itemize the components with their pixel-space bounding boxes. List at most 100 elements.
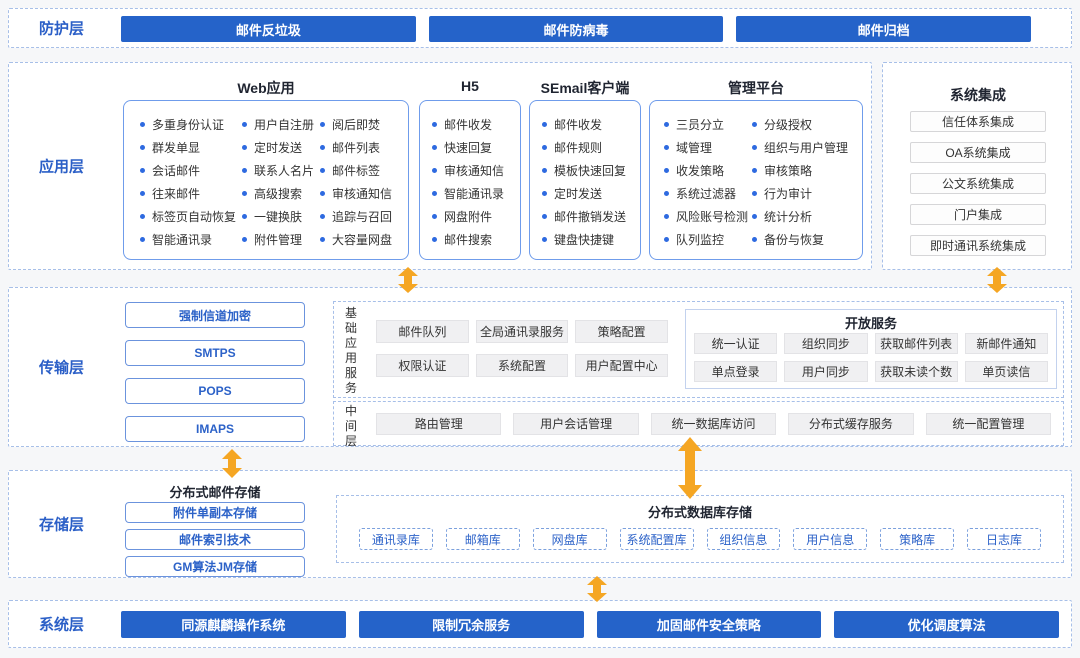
feature-item: 一键换肤 xyxy=(241,205,314,228)
oa-system-integration-button[interactable]: OA系统集成 xyxy=(910,142,1046,163)
bullet-icon xyxy=(542,191,547,196)
middleware-database-arrow-icon xyxy=(677,437,703,499)
optimized-scheduling-button[interactable]: 优化调度算法 xyxy=(834,611,1059,638)
feature-item: 用户自注册 xyxy=(241,113,314,136)
limit-redundant-services-button[interactable]: 限制冗余服务 xyxy=(358,611,584,638)
feature-label: 定时发送 xyxy=(253,141,302,155)
feature-label: 一键换肤 xyxy=(253,210,302,224)
get-unread-count-button[interactable]: 获取未读个数 xyxy=(874,361,958,382)
bullet-icon xyxy=(751,122,757,127)
log-db-button[interactable]: 日志库 xyxy=(967,528,1041,550)
web-app-col3: 阅后即焚 邮件列表 邮件标签 审核通知信 追踪与召回 大容量网盘 xyxy=(319,113,392,247)
feature-label: 会话邮件 xyxy=(152,164,201,178)
feature-item: 统计分析 xyxy=(751,205,848,228)
feature-label: 快速回复 xyxy=(444,141,493,155)
feature-label: 用户自注册 xyxy=(253,118,314,132)
new-mail-notify-button[interactable]: 新邮件通知 xyxy=(964,333,1048,354)
feature-label: 邮件列表 xyxy=(331,141,380,155)
policy-config-button[interactable]: 策略配置 xyxy=(575,320,669,343)
bullet-icon xyxy=(319,145,325,150)
channel-encryption-button[interactable]: 强制信道加密 xyxy=(125,302,305,328)
open-services-row1: 统一认证 组织同步 获取邮件列表 新邮件通知 xyxy=(694,333,1048,354)
routing-management-button[interactable]: 路由管理 xyxy=(376,412,502,435)
permission-auth-button[interactable]: 权限认证 xyxy=(376,354,469,377)
bullet-icon xyxy=(751,168,757,173)
protection-layer-band: 防护层 邮件反垃圾 邮件防病毒 邮件归档 xyxy=(8,8,1072,48)
portal-integration-button[interactable]: 门户集成 xyxy=(910,204,1046,225)
feature-item: 多重身份认证 xyxy=(140,113,236,136)
imaps-button[interactable]: IMAPS xyxy=(125,416,305,442)
unified-auth-button[interactable]: 统一认证 xyxy=(694,333,778,354)
user-info-db-button[interactable]: 用户信息 xyxy=(793,528,868,550)
feature-label: 收发策略 xyxy=(676,164,725,178)
netdisk-db-button[interactable]: 网盘库 xyxy=(532,528,607,550)
feature-item: 邮件收发 xyxy=(542,113,640,136)
user-config-center-button[interactable]: 用户配置中心 xyxy=(575,354,669,377)
mail-index-tech-button[interactable]: 邮件索引技术 xyxy=(125,529,305,550)
feature-label: 审核通知信 xyxy=(444,164,505,178)
integration-transport-arrow-icon xyxy=(986,267,1008,293)
bullet-icon xyxy=(751,191,757,196)
user-session-management-button[interactable]: 用户会话管理 xyxy=(513,412,639,435)
org-sync-button[interactable]: 组织同步 xyxy=(784,333,868,354)
feature-label: 域管理 xyxy=(676,141,713,155)
feature-label: 分级授权 xyxy=(763,118,812,132)
single-page-read-button[interactable]: 单页读信 xyxy=(964,361,1048,382)
open-services-title: 开放服务 xyxy=(844,316,897,331)
transport-storage-arrow-icon xyxy=(221,449,243,478)
middleware-box: 中间层 路由管理 用户会话管理 统一数据库访问 分布式缓存服务 统一配置管理 xyxy=(333,401,1064,448)
bullet-icon xyxy=(664,237,669,242)
feature-label: 阅后即焚 xyxy=(331,118,380,132)
feature-label: 联系人名片 xyxy=(253,164,314,178)
mail-queue-button[interactable]: 邮件队列 xyxy=(376,320,469,343)
feature-label: 附件管理 xyxy=(253,233,302,247)
h5-box: 邮件收发 快速回复 审核通知信 智能通讯录 网盘附件 邮件搜索 xyxy=(419,100,521,260)
web-app-title: Web应用 xyxy=(237,80,295,96)
feature-item: 风险账号检测 xyxy=(664,205,748,228)
feature-item: 往来邮件 xyxy=(140,182,236,205)
bullet-icon xyxy=(432,191,437,196)
feature-label: 键盘快捷键 xyxy=(554,233,615,247)
bullet-icon xyxy=(140,191,145,196)
feature-item: 智能通讯录 xyxy=(432,182,520,205)
feature-item: 备份与恢复 xyxy=(751,228,848,251)
user-sync-button[interactable]: 用户同步 xyxy=(784,361,868,382)
org-info-db-button[interactable]: 组织信息 xyxy=(706,528,781,550)
feature-item: 邮件撤销发送 xyxy=(542,205,640,228)
admin-col2: 分级授权 组织与用户管理 审核策略 行为审计 统计分析 备份与恢复 xyxy=(751,113,848,247)
attachment-single-copy-button[interactable]: 附件单副本存储 xyxy=(125,502,305,523)
gm-jm-storage-button[interactable]: GM算法JM存储 xyxy=(125,556,305,577)
policy-db-button[interactable]: 策略库 xyxy=(880,528,955,550)
feature-label: 多重身份认证 xyxy=(152,118,225,132)
im-system-integration-button[interactable]: 即时通讯系统集成 xyxy=(910,235,1046,256)
feature-item: 高级搜索 xyxy=(241,182,314,205)
feature-label: 模板快速回复 xyxy=(554,164,627,178)
trust-system-integration-button[interactable]: 信任体系集成 xyxy=(910,111,1046,132)
system-config-button[interactable]: 系统配置 xyxy=(475,354,569,377)
feature-item: 邮件标签 xyxy=(319,159,392,182)
unified-config-management-button[interactable]: 统一配置管理 xyxy=(925,412,1052,435)
feature-item: 追踪与召回 xyxy=(319,205,392,228)
smtps-button[interactable]: SMTPS xyxy=(125,340,305,366)
sso-button[interactable]: 单点登录 xyxy=(694,361,778,382)
document-system-integration-button[interactable]: 公文系统集成 xyxy=(910,173,1046,194)
get-mail-list-button[interactable]: 获取邮件列表 xyxy=(874,333,958,354)
anti-virus-button[interactable]: 邮件防病毒 xyxy=(428,16,724,42)
system-config-db-button[interactable]: 系统配置库 xyxy=(619,528,694,550)
global-addressbook-service-button[interactable]: 全局通讯录服务 xyxy=(475,320,569,343)
mail-archive-button[interactable]: 邮件归档 xyxy=(736,16,1032,42)
pops-button[interactable]: POPS xyxy=(125,378,305,404)
kylin-os-button[interactable]: 同源麒麟操作系统 xyxy=(121,611,346,638)
hardened-mail-security-button[interactable]: 加固邮件安全策略 xyxy=(596,611,822,638)
mailbox-db-button[interactable]: 邮箱库 xyxy=(445,528,520,550)
protocol-buttons: 强制信道加密 SMTPS POPS IMAPS xyxy=(125,302,305,442)
system-buttons-row: 同源麒麟操作系统 限制冗余服务 加固邮件安全策略 优化调度算法 xyxy=(121,611,1059,638)
base-services-label: 基础应用服务 xyxy=(344,306,357,395)
unified-db-access-button[interactable]: 统一数据库访问 xyxy=(650,412,777,435)
addressbook-db-button[interactable]: 通讯录库 xyxy=(359,528,433,550)
anti-spam-button[interactable]: 邮件反垃圾 xyxy=(121,16,416,42)
feature-item: 邮件收发 xyxy=(432,113,520,136)
distributed-cache-service-button[interactable]: 分布式缓存服务 xyxy=(788,412,914,435)
feature-label: 备份与恢复 xyxy=(763,233,824,247)
middleware-label: 中间层 xyxy=(344,404,357,448)
